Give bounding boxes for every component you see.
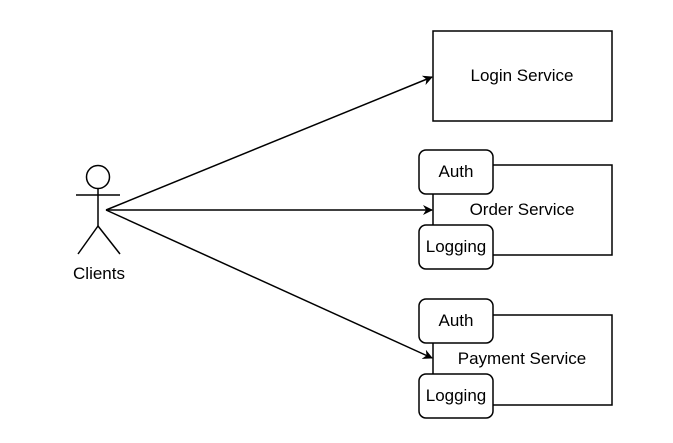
payment-auth-module-box	[418, 298, 494, 344]
arrow-to-login-service	[105, 75, 433, 211]
login-service-label: Login Service	[470, 66, 574, 85]
order-service-label: Order Service	[469, 200, 575, 219]
payment-logging-module-box	[418, 373, 494, 419]
payment-service-label: Payment Service	[457, 349, 587, 368]
order-auth-module-box	[418, 149, 494, 195]
order-logging-label: Logging	[425, 237, 487, 256]
login-service-box	[432, 30, 613, 122]
arrow-to-payment-service	[105, 209, 433, 359]
clients-actor-icon	[76, 164, 121, 255]
clients-label: Clients	[73, 264, 125, 283]
payment-logging-label: Logging	[425, 386, 487, 405]
order-auth-label: Auth	[438, 162, 474, 181]
payment-auth-label: Auth	[438, 311, 474, 330]
order-logging-module-box	[418, 224, 494, 270]
